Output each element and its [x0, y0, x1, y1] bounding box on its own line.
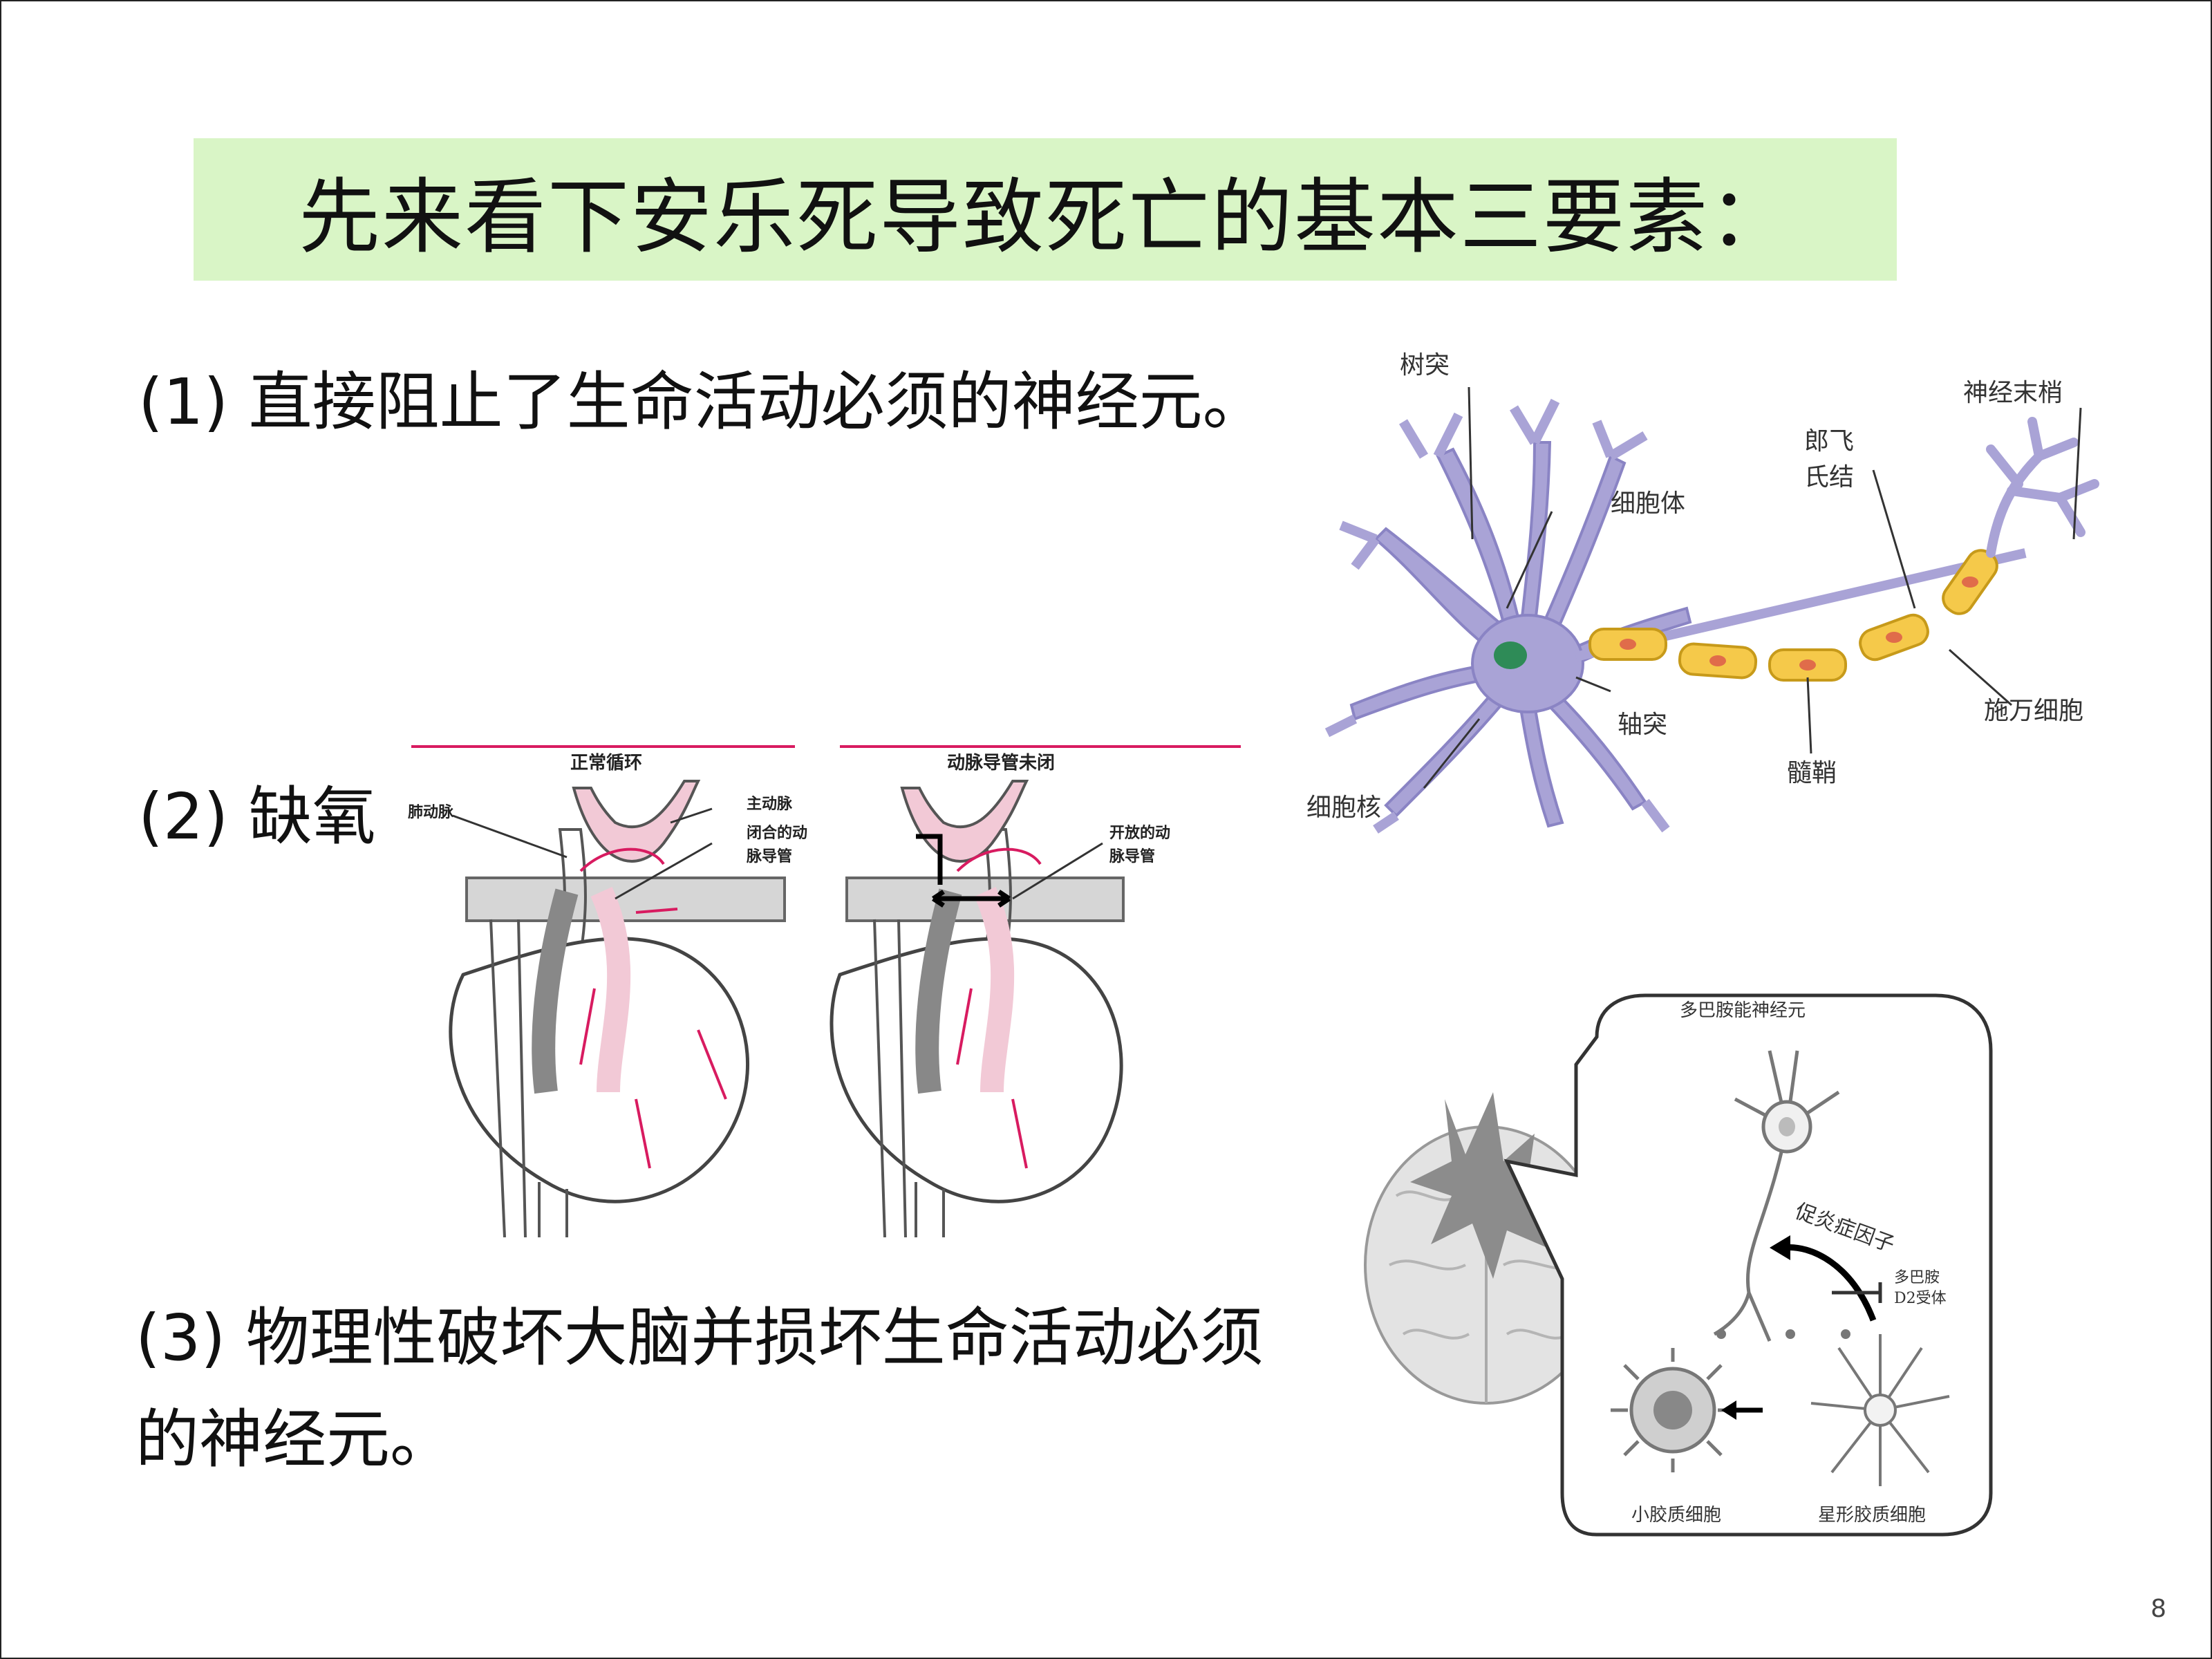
heart-left: 肺动脉 主动脉 闭合的动 脉导管 — [408, 780, 807, 1237]
label-open-duct-2: 脉导管 — [1109, 847, 1155, 865]
label-cell-body: 细胞体 — [1611, 489, 1685, 518]
label-pulmonary: 肺动脉 — [408, 804, 454, 821]
label-node-2: 氏结 — [1804, 463, 1854, 491]
page-number: 8 — [2150, 1595, 2166, 1623]
point-2: (2) 缺氧 — [138, 780, 376, 854]
label-open-duct-1: 开放的动 — [1109, 824, 1170, 842]
point-1: (1) 直接阻止了生命活动必须的神经元。 — [138, 365, 1266, 439]
label-d2-line1: 多巴胺 — [1894, 1269, 1940, 1286]
point-3: (3) 物理性破坏大脑并损坏生命活动必须的神经元。 — [135, 1301, 1264, 1477]
label-axon: 轴突 — [1618, 711, 1667, 739]
label-aorta: 主动脉 — [747, 796, 793, 813]
label-astrocyte: 星形胶质细胞 — [1818, 1505, 1926, 1526]
label-node-1: 郎飞 — [1804, 427, 1854, 456]
astrocyte-cell — [1810, 1334, 1950, 1486]
brain-diagram: 多巴胺能神经元 促炎症因子 多巴胺 D2受体 小胶质细胞 — [1355, 988, 2012, 1541]
heart-diagram: 正常循环 动脉导管未闭 肺动脉 主动脉 闭合的动 — [408, 740, 1251, 1237]
label-nucleus: 细胞核 — [1306, 794, 1381, 822]
neuron-diagram: 树突 细胞体 细胞核 轴突 髓鞘 郎飞 氏结 神经末梢 施万细胞 — [1300, 332, 2115, 843]
slide-title: 先来看下安乐死导致死亡的基本三要素： — [298, 169, 1792, 265]
brain-image — [1364, 1092, 1609, 1405]
label-microglia: 小胶质细胞 — [1631, 1505, 1721, 1526]
heart-right: 开放的动 脉导管 — [830, 780, 1170, 1237]
label-dopamine-neuron: 多巴胺能神经元 — [1680, 1000, 1806, 1021]
heart-right-title: 动脉导管未闭 — [947, 753, 1055, 774]
label-myelin: 髓鞘 — [1787, 759, 1837, 787]
label-closed-duct-2: 脉导管 — [746, 847, 792, 865]
label-axon-terminal: 神经末梢 — [1963, 379, 2063, 407]
label-closed-duct-1: 闭合的动 — [747, 824, 807, 842]
label-schwann: 施万细胞 — [1984, 697, 2083, 725]
label-d2-line2: D2受体 — [1894, 1290, 1947, 1307]
heart-left-title: 正常循环 — [570, 753, 642, 774]
title-banner: 先来看下安乐死导致死亡的基本三要素： — [194, 138, 1897, 281]
label-dendrite: 树突 — [1400, 351, 1450, 379]
